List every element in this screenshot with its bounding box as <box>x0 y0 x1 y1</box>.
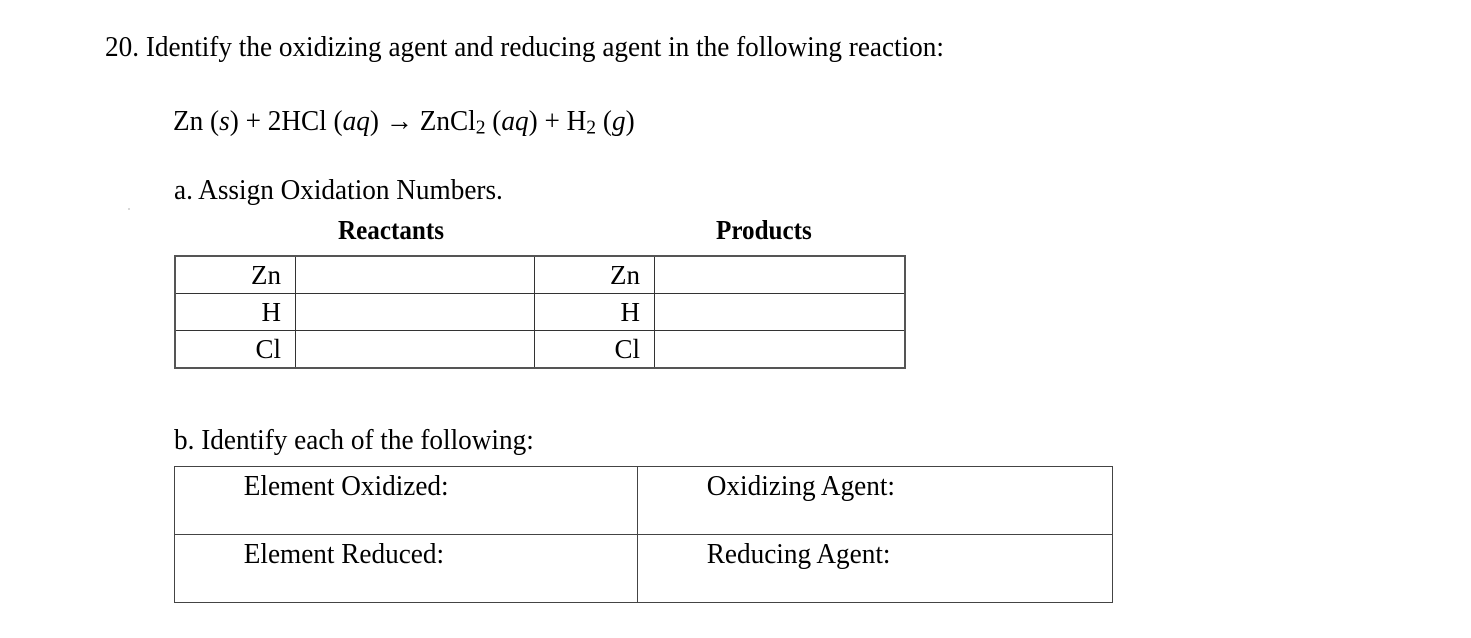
table-row: Element Reduced: Reducing Agent: <box>174 534 1113 603</box>
reactant-element-label: Cl <box>174 330 296 369</box>
state-aqueous: aq <box>501 106 529 137</box>
oxidizing-agent-cell[interactable]: Oxidizing Agent: <box>637 466 1113 535</box>
products-header: Products <box>716 215 812 245</box>
reducing-agent-cell[interactable]: Reducing Agent: <box>637 534 1113 603</box>
element-reduced-cell[interactable]: Element Reduced: <box>174 534 638 603</box>
product-oxidation-input[interactable] <box>654 330 906 369</box>
product-element-label: Zn <box>534 255 655 294</box>
product-oxidation-input[interactable] <box>654 293 906 331</box>
reactant-hcl: 2HCl <box>267 106 327 137</box>
plus-sign: + <box>544 106 560 137</box>
identify-table: Element Oxidized: Oxidizing Agent: Eleme… <box>174 466 1113 603</box>
part-a-label: a. Assign Oxidation Numbers. <box>174 175 503 206</box>
product-zncl2: ZnCl2 <box>419 106 486 139</box>
element-oxidized-cell[interactable]: Element Oxidized: <box>174 466 638 535</box>
element-oxidized-label: Element Oxidized: <box>243 471 449 502</box>
table-row: Element Oxidized: Oxidizing Agent: <box>174 466 1113 535</box>
oxidation-numbers-table: Zn Zn H H Cl Cl <box>174 255 906 369</box>
reducing-agent-label: Reducing Agent: <box>706 539 891 570</box>
product-h2: H2 <box>566 106 597 139</box>
product-element-label: H <box>534 293 655 331</box>
product-element-label: Cl <box>534 330 655 369</box>
table-row: Zn Zn <box>174 255 906 294</box>
reactant-oxidation-input[interactable] <box>295 255 535 294</box>
reactant-element-label: H <box>174 293 296 331</box>
chemical-equation: Zn (s) + 2HCl (aq) → ZnCl2 (aq) + H2 (g) <box>173 106 635 139</box>
state-gas: g <box>611 106 626 137</box>
oxidizing-agent-label: Oxidizing Agent: <box>706 471 895 502</box>
part-b-label: b. Identify each of the following: <box>174 425 534 456</box>
product-oxidation-input[interactable] <box>654 255 906 294</box>
scan-artifact-dot <box>128 208 130 210</box>
table-row: H H <box>174 293 906 331</box>
reactant-element-label: Zn <box>174 255 296 294</box>
reactant-oxidation-input[interactable] <box>295 293 535 331</box>
element-reduced-label: Element Reduced: <box>243 539 445 570</box>
question-title: 20. Identify the oxidizing agent and red… <box>105 32 944 63</box>
reactant-zn: Zn <box>173 106 204 137</box>
table-row: Cl Cl <box>174 330 906 369</box>
reaction-arrow: → <box>385 106 413 137</box>
plus-sign: + <box>245 106 261 137</box>
reactant-oxidation-input[interactable] <box>295 330 535 369</box>
state-aqueous: aq <box>342 106 370 137</box>
state-solid: s <box>219 106 230 137</box>
reactants-header: Reactants <box>338 215 445 245</box>
